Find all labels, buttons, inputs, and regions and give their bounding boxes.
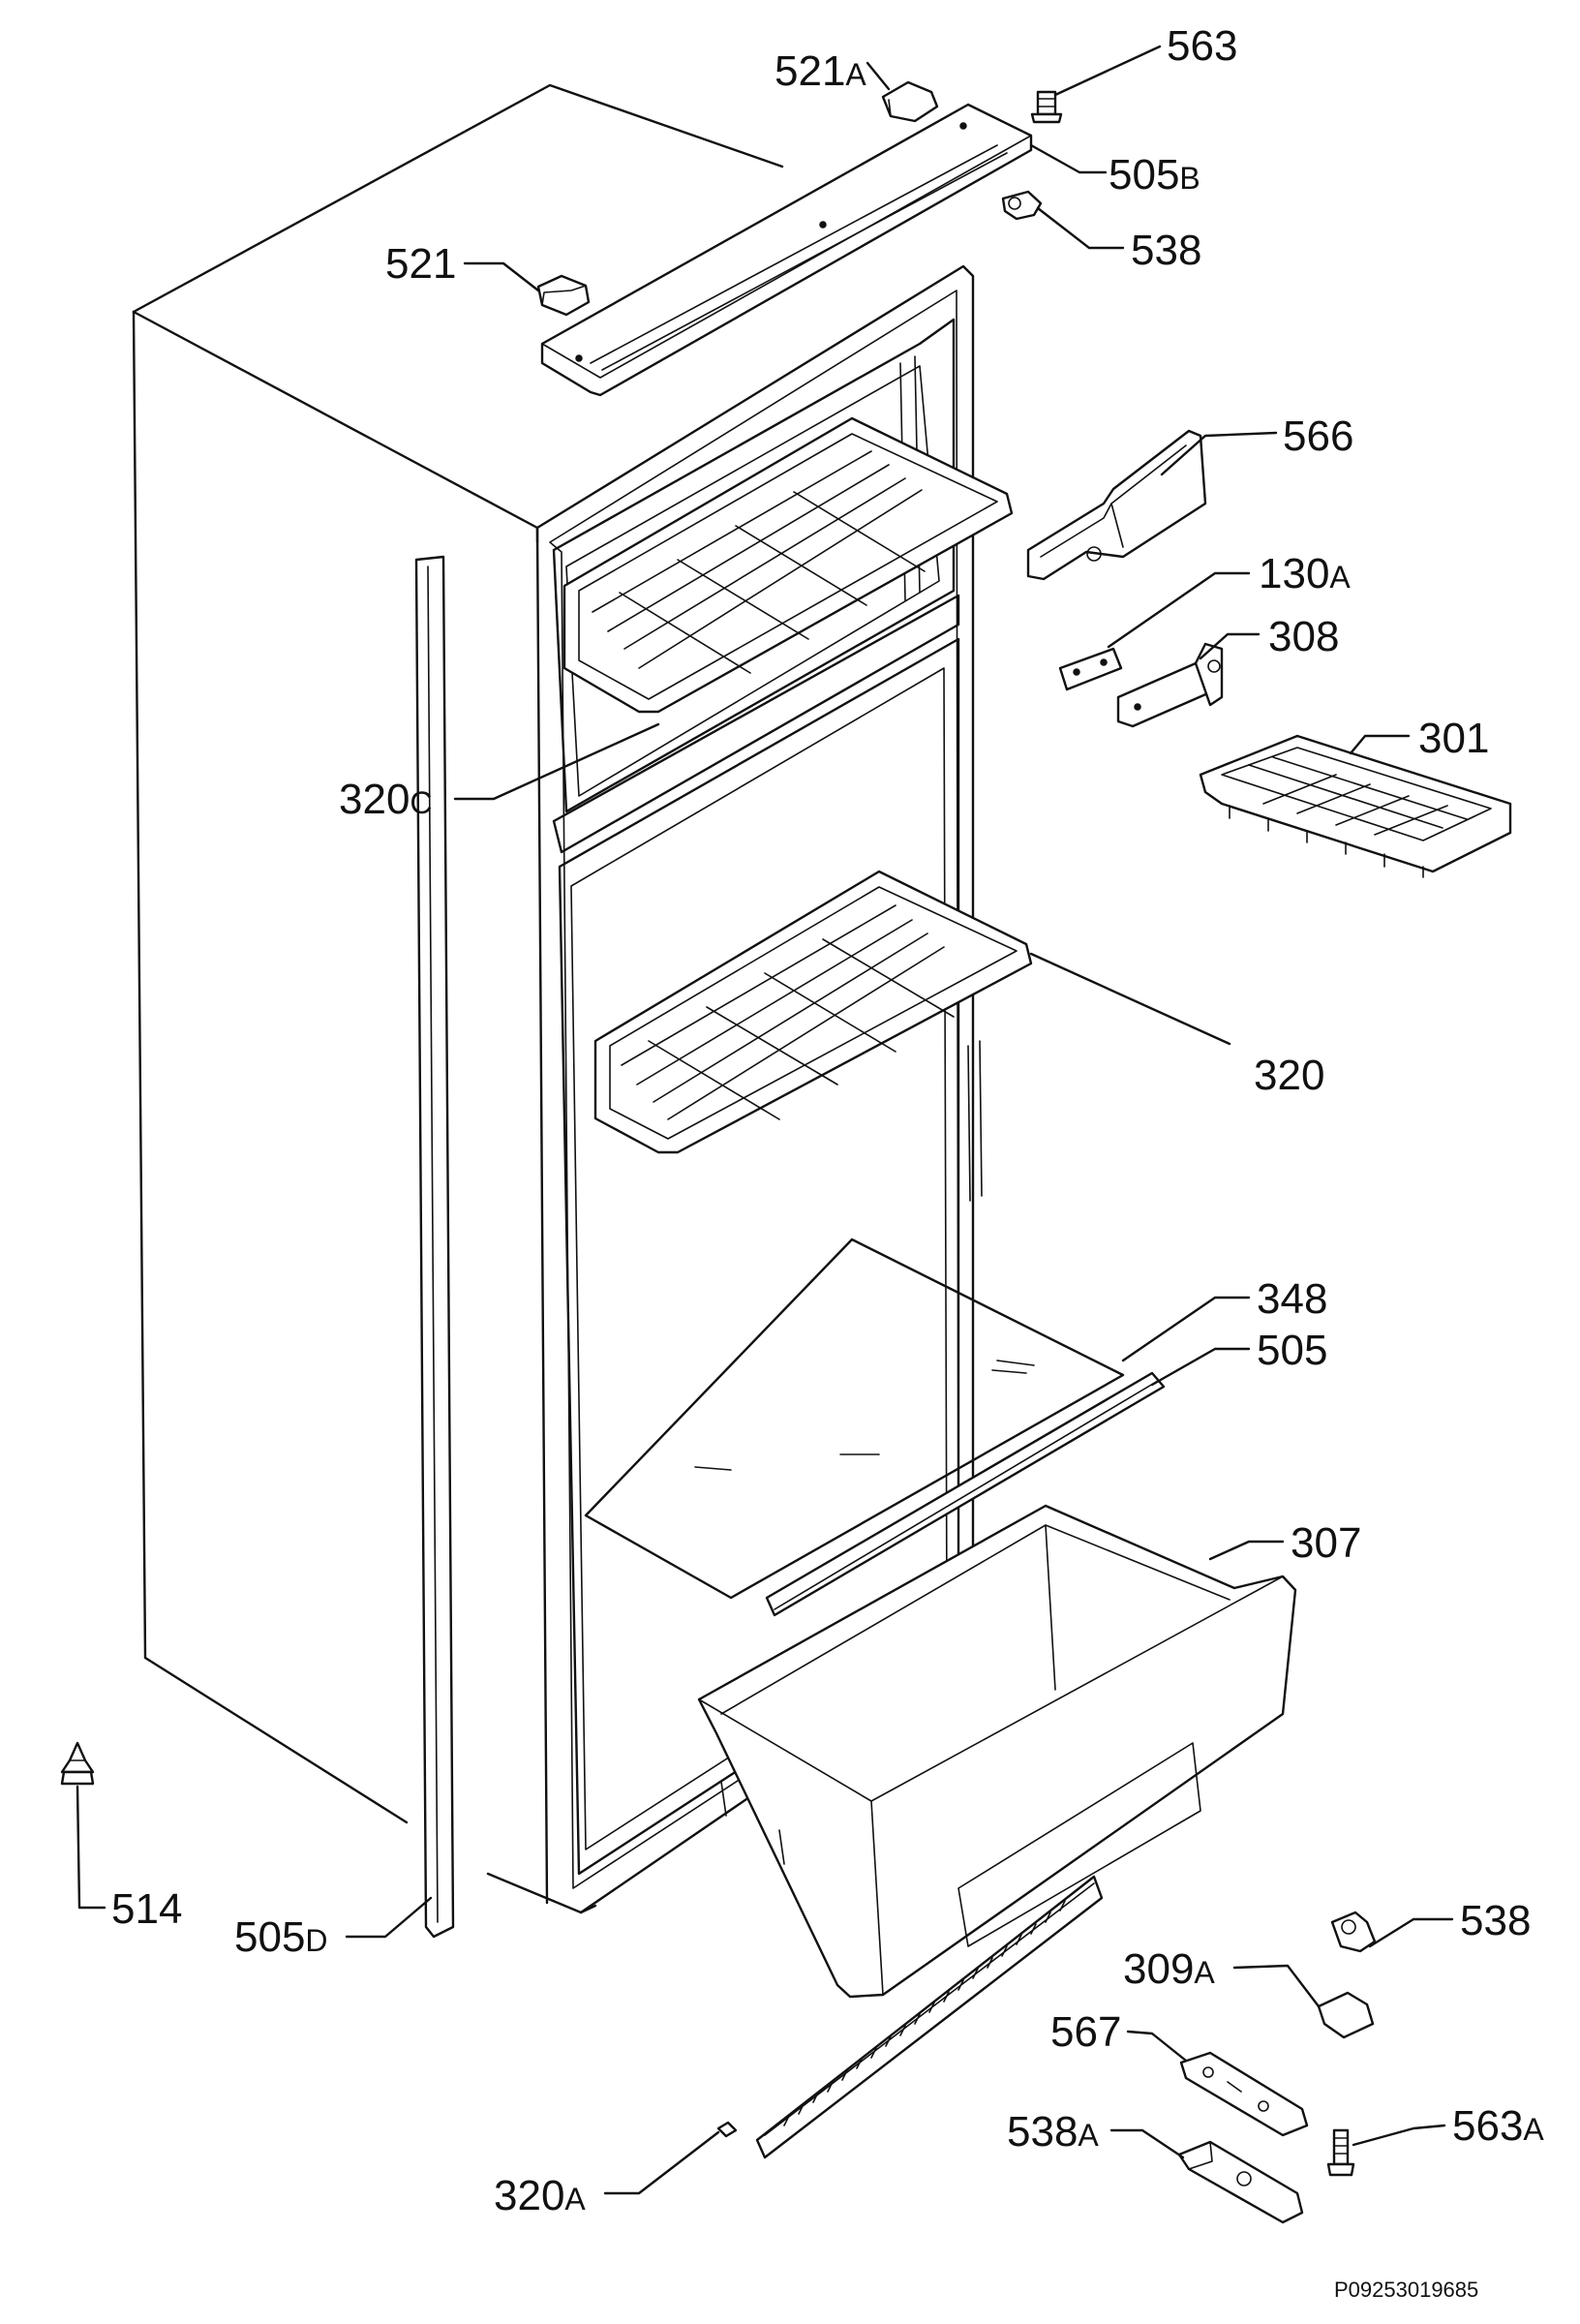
label-566: 566 xyxy=(1283,413,1353,460)
label-521: 521 xyxy=(385,240,456,288)
grille-slots xyxy=(783,1900,1066,2126)
label-505b: 505B xyxy=(1109,151,1200,199)
label-563: 563 xyxy=(1167,22,1237,70)
bracket-130a xyxy=(1058,647,1123,691)
label-563a: 563A xyxy=(1452,2102,1544,2150)
ice-scraper-566 xyxy=(1026,429,1207,581)
fridge-shelf-320 xyxy=(593,870,1033,1154)
label-538-top: 538 xyxy=(1131,227,1201,274)
label-309a: 309A xyxy=(1123,1945,1215,1993)
label-301: 301 xyxy=(1418,715,1489,762)
label-320: 320 xyxy=(1254,1052,1324,1099)
cover-309a xyxy=(1317,1991,1375,2039)
shelf-trim-505 xyxy=(765,1371,1166,1617)
levelling-foot-514 xyxy=(60,1741,95,1786)
label-320c: 320C xyxy=(339,776,433,823)
screw-563a xyxy=(1326,2128,1355,2177)
part-labels: 521A 563 505B 538 521 566 130A 308 301 3… xyxy=(111,22,1544,2302)
label-505d: 505D xyxy=(234,1913,328,1961)
label-307: 307 xyxy=(1291,1519,1361,1567)
glass-shelf-348 xyxy=(584,1238,1125,1600)
label-505: 505 xyxy=(1257,1327,1327,1374)
hinge-plate-567 xyxy=(1179,2051,1309,2137)
label-130a: 130A xyxy=(1259,550,1351,597)
screw-563 xyxy=(1030,90,1063,124)
bottom-hinge-538a xyxy=(1177,2140,1304,2224)
bottom-grille-320a xyxy=(716,1875,1104,2159)
ice-tray-301 xyxy=(1199,734,1512,878)
label-521a: 521A xyxy=(775,47,866,95)
label-514: 514 xyxy=(111,1885,182,1933)
label-538-bottom: 538 xyxy=(1460,1897,1531,1944)
hinge-cap-521 xyxy=(536,274,591,317)
label-567: 567 xyxy=(1050,2008,1121,2056)
document-code: P09253019685 xyxy=(1334,2278,1478,2302)
label-538a: 538A xyxy=(1007,2108,1099,2156)
hinge-pin-538-bottom xyxy=(1330,1911,1377,1953)
hinge-cap-521a xyxy=(881,80,939,123)
top-hinge-plate-505b xyxy=(540,103,1033,397)
freezer-shelf-320c xyxy=(562,416,1014,714)
hinge-pin-538-top xyxy=(1001,190,1043,221)
compartment-divider xyxy=(552,594,960,854)
label-308: 308 xyxy=(1268,613,1339,660)
leader-lines xyxy=(76,45,1454,2195)
label-320a: 320A xyxy=(494,2172,586,2219)
crisper-drawer-307 xyxy=(697,1504,1297,1999)
label-348: 348 xyxy=(1257,1275,1327,1323)
hinge-308 xyxy=(1116,642,1224,728)
door-gasket-505d xyxy=(414,555,455,1939)
